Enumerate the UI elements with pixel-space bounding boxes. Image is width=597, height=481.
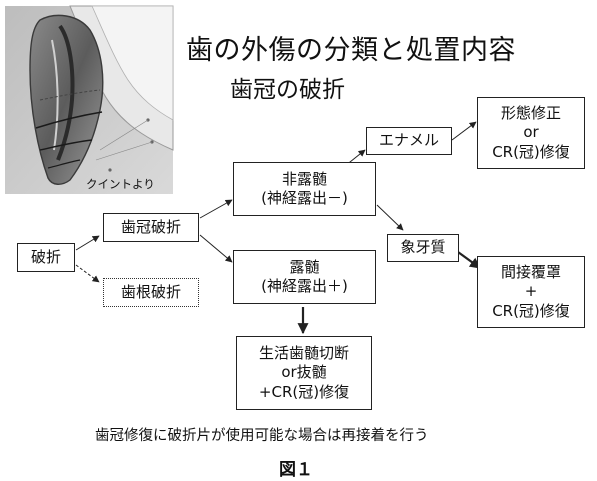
node-fracture: 破折 (17, 243, 75, 272)
node-fracture-line-1: 破折 (30, 247, 61, 266)
node-no-pulp-exposure-line-1: 非露髄 (281, 169, 327, 188)
node-pulpotomy-line-2: or抜髄 (281, 363, 327, 382)
illustration-credit: クイントより (86, 177, 155, 191)
node-pulpotomy-line-3: +CR(冠)修復 (258, 382, 350, 401)
reattachment-note: 歯冠修復に破折片が使用可能な場合は再接着を行う (95, 428, 429, 444)
node-no-pulp-exposure: 非露髄 (神経露出－) (233, 162, 376, 216)
node-pulpotomy: 生活歯髄切断 or抜髄 +CR(冠)修復 (236, 336, 372, 410)
label-dot-3 (108, 168, 112, 172)
tooth-cross-section-illustration (5, 5, 174, 194)
arrow-no-exposure-to-dentin (376, 204, 404, 231)
node-shape-repair-line-3: CR(冠)修復 (492, 142, 570, 161)
arrow-crown-to-no-exposure (199, 199, 233, 219)
figure-label: 図１ (279, 460, 313, 480)
node-shape-repair: 形態修正 or CR(冠)修復 (477, 97, 585, 169)
node-indirect-pulp-capping: 間接覆罩 + CR(冠)修復 (477, 256, 585, 328)
node-indirect-pulp-capping-line-1: 間接覆罩 (500, 263, 561, 282)
node-no-pulp-exposure-line-2: (神経露出－) (261, 189, 348, 207)
node-dentin: 象牙質 (387, 234, 459, 262)
arrow-crown-to-exposure (199, 234, 233, 263)
page-title: 歯の外傷の分類と処置内容 (186, 35, 516, 66)
fracture-line-1 (35, 111, 103, 129)
node-pulp-exposure: 露髄 (神経露出＋) (233, 250, 376, 304)
node-shape-repair-line-1: 形態修正 (500, 104, 561, 123)
arrow-fracture-to-root (75, 264, 100, 283)
fracture-line-3 (47, 159, 81, 169)
tooth-body (29, 14, 104, 185)
node-pulpotomy-line-1: 生活歯髄切断 (258, 344, 349, 363)
node-indirect-pulp-capping-line-3: CR(冠)修復 (492, 301, 570, 320)
node-root-fracture: 歯根破折 (103, 278, 199, 307)
fracture-line-2 (39, 139, 93, 151)
page-subtitle: 歯冠の破折 (230, 77, 345, 103)
bone-tissue (91, 5, 174, 121)
arrow-fracture-to-crown (75, 235, 100, 251)
node-dentin-line-1: 象牙質 (400, 238, 446, 257)
leader-line-1 (99, 119, 149, 151)
node-indirect-pulp-capping-line-2: + (524, 282, 538, 301)
arrow-enamel-to-shape-repair (451, 121, 477, 141)
node-shape-repair-line-2: or (523, 123, 539, 142)
node-crown-fracture: 歯冠破折 (103, 213, 199, 242)
node-crown-fracture-line-1: 歯冠破折 (120, 217, 181, 236)
fracture-line-4 (39, 89, 101, 101)
tooth-highlight (51, 39, 59, 151)
node-root-fracture-line-1: 歯根破折 (120, 282, 181, 301)
node-pulp-exposure-line-1: 露髄 (289, 257, 320, 276)
node-enamel: エナメル (366, 127, 452, 155)
node-pulp-exposure-line-2: (神経露出＋) (261, 277, 348, 295)
leader-line-2 (95, 141, 153, 161)
node-enamel-line-1: エナメル (378, 131, 439, 150)
